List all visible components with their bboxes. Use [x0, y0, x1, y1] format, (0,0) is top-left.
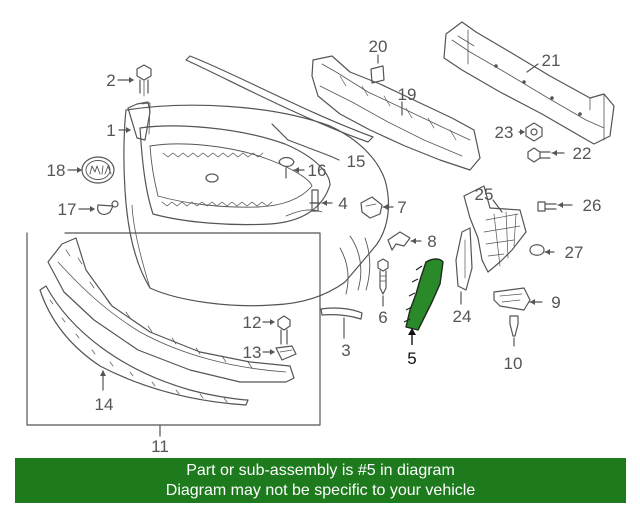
callout-label: 24 — [453, 307, 472, 326]
callout-label: 14 — [95, 395, 114, 414]
callout-label: 8 — [427, 232, 436, 251]
callout-label: 26 — [583, 196, 602, 215]
grille-assembly-box — [26, 232, 321, 426]
callout-label: 17 — [58, 200, 77, 219]
callout-label: 9 — [551, 293, 560, 312]
callout-label: 25 — [475, 185, 494, 204]
lower-grille — [47, 237, 295, 383]
callout-label: 3 — [341, 341, 350, 360]
callout-label: 10 — [504, 354, 523, 373]
callout-label: 15 — [347, 152, 366, 171]
callout-label: 16 — [308, 161, 327, 180]
upper-molding-strip — [185, 55, 374, 143]
callout-label-highlighted: 5 — [407, 349, 416, 368]
callout-label: 27 — [565, 243, 584, 262]
fitment-notice-banner: Part or sub-assembly is #5 in diagram Di… — [15, 458, 626, 503]
banner-line-1: Part or sub-assembly is #5 in diagram — [186, 461, 455, 479]
callout-label: 18 — [47, 161, 66, 180]
callout-label: 1 — [106, 121, 115, 140]
callout-label: 12 — [243, 313, 262, 332]
highlighted-part-5 — [403, 258, 444, 345]
callout-label: 7 — [397, 198, 406, 217]
side-bracket — [463, 185, 527, 273]
callout-label: 22 — [573, 144, 592, 163]
banner-line-2: Diagram may not be specific to your vehi… — [165, 481, 476, 499]
callout-label: 19 — [398, 85, 417, 104]
callout-label: 23 — [495, 123, 514, 142]
callout-label: 13 — [243, 343, 262, 362]
bumper-reinforcement — [443, 21, 615, 145]
callout-label: 4 — [338, 194, 347, 213]
callout-label: 6 — [378, 308, 387, 327]
bumper-fascia — [123, 104, 390, 307]
callout-label: 11 — [151, 437, 169, 456]
energy-absorber — [311, 55, 481, 171]
lower-molding-strip — [39, 285, 249, 406]
callout-label: 2 — [106, 71, 115, 90]
callout-label: 21 — [542, 51, 561, 70]
callout-label: 20 — [369, 37, 388, 56]
